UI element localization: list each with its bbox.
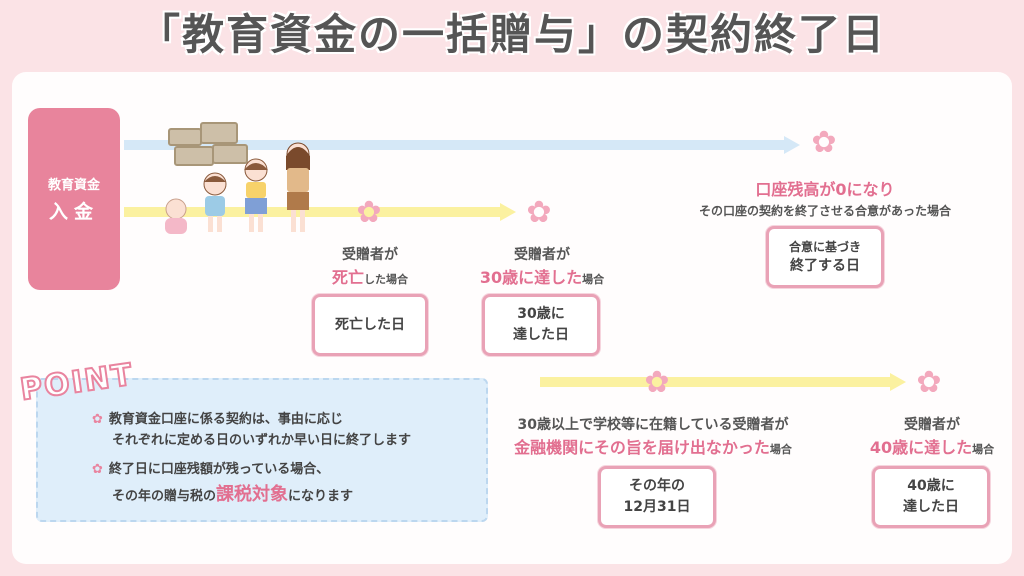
gift-box-icon bbox=[200, 122, 238, 144]
bottom-arrow-line bbox=[540, 377, 890, 387]
school-line2-highlight: 金融機関にその旨を届け出なかった bbox=[514, 438, 770, 457]
death-description: 受贈者が 死亡した場合 bbox=[300, 244, 440, 288]
deposit-box: 教育資金 入金 bbox=[28, 108, 120, 290]
school-line1: 30歳以上で学校等に在籍している受贈者が bbox=[517, 417, 789, 433]
top-right-box-line1: 合意に基づき bbox=[788, 239, 861, 254]
death-end-box: 死亡した日 bbox=[312, 294, 428, 356]
page-title: 「教育資金の一括贈与」の契約終了日 bbox=[137, 10, 886, 59]
cherry-blossom-icon: ✿ bbox=[644, 365, 670, 400]
school-description: 30歳以上で学校等に在籍している受贈者が 金融機関にその旨を届け出なかった場合 bbox=[488, 414, 818, 458]
death-line2-highlight: 死亡 bbox=[331, 268, 364, 287]
top-right-description: 口座残高が0になり その口座の契約を終了させる合意があった場合 bbox=[640, 176, 1010, 219]
age40-description: 受贈者が 40歳に達した場合 bbox=[850, 414, 1014, 458]
baby-icon bbox=[165, 198, 187, 234]
point-item1-line1: 教育資金口座に係る契約は、事由に応じ bbox=[108, 412, 343, 427]
age40-line2-highlight: 40歳に達した bbox=[869, 438, 973, 457]
top-right-line2: その口座の契約を終了させる合意があった場合 bbox=[698, 204, 951, 218]
gift-box-icon bbox=[212, 144, 248, 164]
school-end-box: その年の 12月31日 bbox=[598, 466, 716, 528]
gift-box-icon bbox=[174, 146, 214, 166]
middle-arrow-line bbox=[124, 207, 500, 217]
death-box-text: 死亡した日 bbox=[335, 316, 405, 333]
age30-description: 受贈者が 30歳に達した場合 bbox=[462, 244, 622, 288]
age30-line2-rest: 場合 bbox=[582, 273, 605, 286]
cherry-blossom-icon: ✿ bbox=[811, 125, 837, 160]
point-item-2: ✿ 終了日に口座残額が残っている場合、 その年の贈与税の課税対象になります bbox=[92, 460, 472, 510]
point-item1-line2: それぞれに定める日のいずれか早い日に終了します bbox=[112, 432, 412, 448]
point-item-1: ✿ 教育資金口座に係る契約は、事由に応じ それぞれに定める日のいずれか早い日に終了… bbox=[92, 410, 472, 452]
top-right-end-box: 合意に基づき 終了する日 bbox=[766, 226, 884, 288]
gift-box-icon bbox=[168, 128, 202, 146]
top-right-line1: 口座残高が0になり bbox=[755, 180, 895, 199]
point-item2-line2-post: になります bbox=[288, 488, 354, 504]
age40-line2-rest: 場合 bbox=[972, 443, 995, 456]
point-item2-line2-highlight: 課税対象 bbox=[216, 483, 289, 505]
cherry-blossom-icon: ✿ bbox=[916, 365, 942, 400]
point-box bbox=[36, 378, 488, 522]
student-girl-icon bbox=[286, 142, 310, 232]
school-line2-rest: 場合 bbox=[769, 443, 792, 456]
schoolgirl-icon bbox=[244, 158, 268, 232]
point-item2-line1: 終了日に口座残額が残っている場合、 bbox=[108, 462, 330, 477]
toddler-girl-icon bbox=[203, 172, 227, 232]
deposit-small-label: 教育資金 bbox=[47, 178, 100, 193]
deposit-big-label: 入金 bbox=[48, 201, 99, 223]
age40-line1: 受贈者が bbox=[904, 417, 960, 433]
age30-box-line1: 30歳に bbox=[517, 306, 565, 322]
school-box-line1: その年の bbox=[629, 478, 685, 494]
age40-end-box: 40歳に 達した日 bbox=[872, 466, 990, 528]
point-item2-line2-pre: その年の贈与税の bbox=[112, 488, 217, 504]
cherry-blossom-icon: ✿ bbox=[526, 195, 552, 230]
cherry-blossom-bullet-icon: ✿ bbox=[92, 412, 103, 427]
top-arrow-line bbox=[124, 140, 784, 150]
age40-box-line1: 40歳に bbox=[907, 478, 955, 494]
school-box-line2: 12月31日 bbox=[623, 499, 691, 515]
age30-end-box: 30歳に 達した日 bbox=[482, 294, 600, 356]
cherry-blossom-bullet-icon: ✿ bbox=[92, 462, 103, 477]
age30-line2-highlight: 30歳に達した bbox=[479, 268, 583, 287]
death-line2-rest: した場合 bbox=[364, 273, 408, 286]
death-line1: 受贈者が bbox=[342, 247, 398, 263]
age40-box-line2: 達した日 bbox=[903, 499, 959, 515]
age30-line1: 受贈者が bbox=[514, 247, 570, 263]
cherry-blossom-icon: ✿ bbox=[356, 195, 382, 230]
age30-box-line2: 達した日 bbox=[513, 327, 569, 343]
top-right-box-line2: 終了する日 bbox=[789, 257, 860, 274]
top-arrow-head bbox=[784, 136, 800, 154]
bottom-arrow-head bbox=[890, 373, 906, 391]
middle-arrow-head bbox=[500, 203, 516, 221]
